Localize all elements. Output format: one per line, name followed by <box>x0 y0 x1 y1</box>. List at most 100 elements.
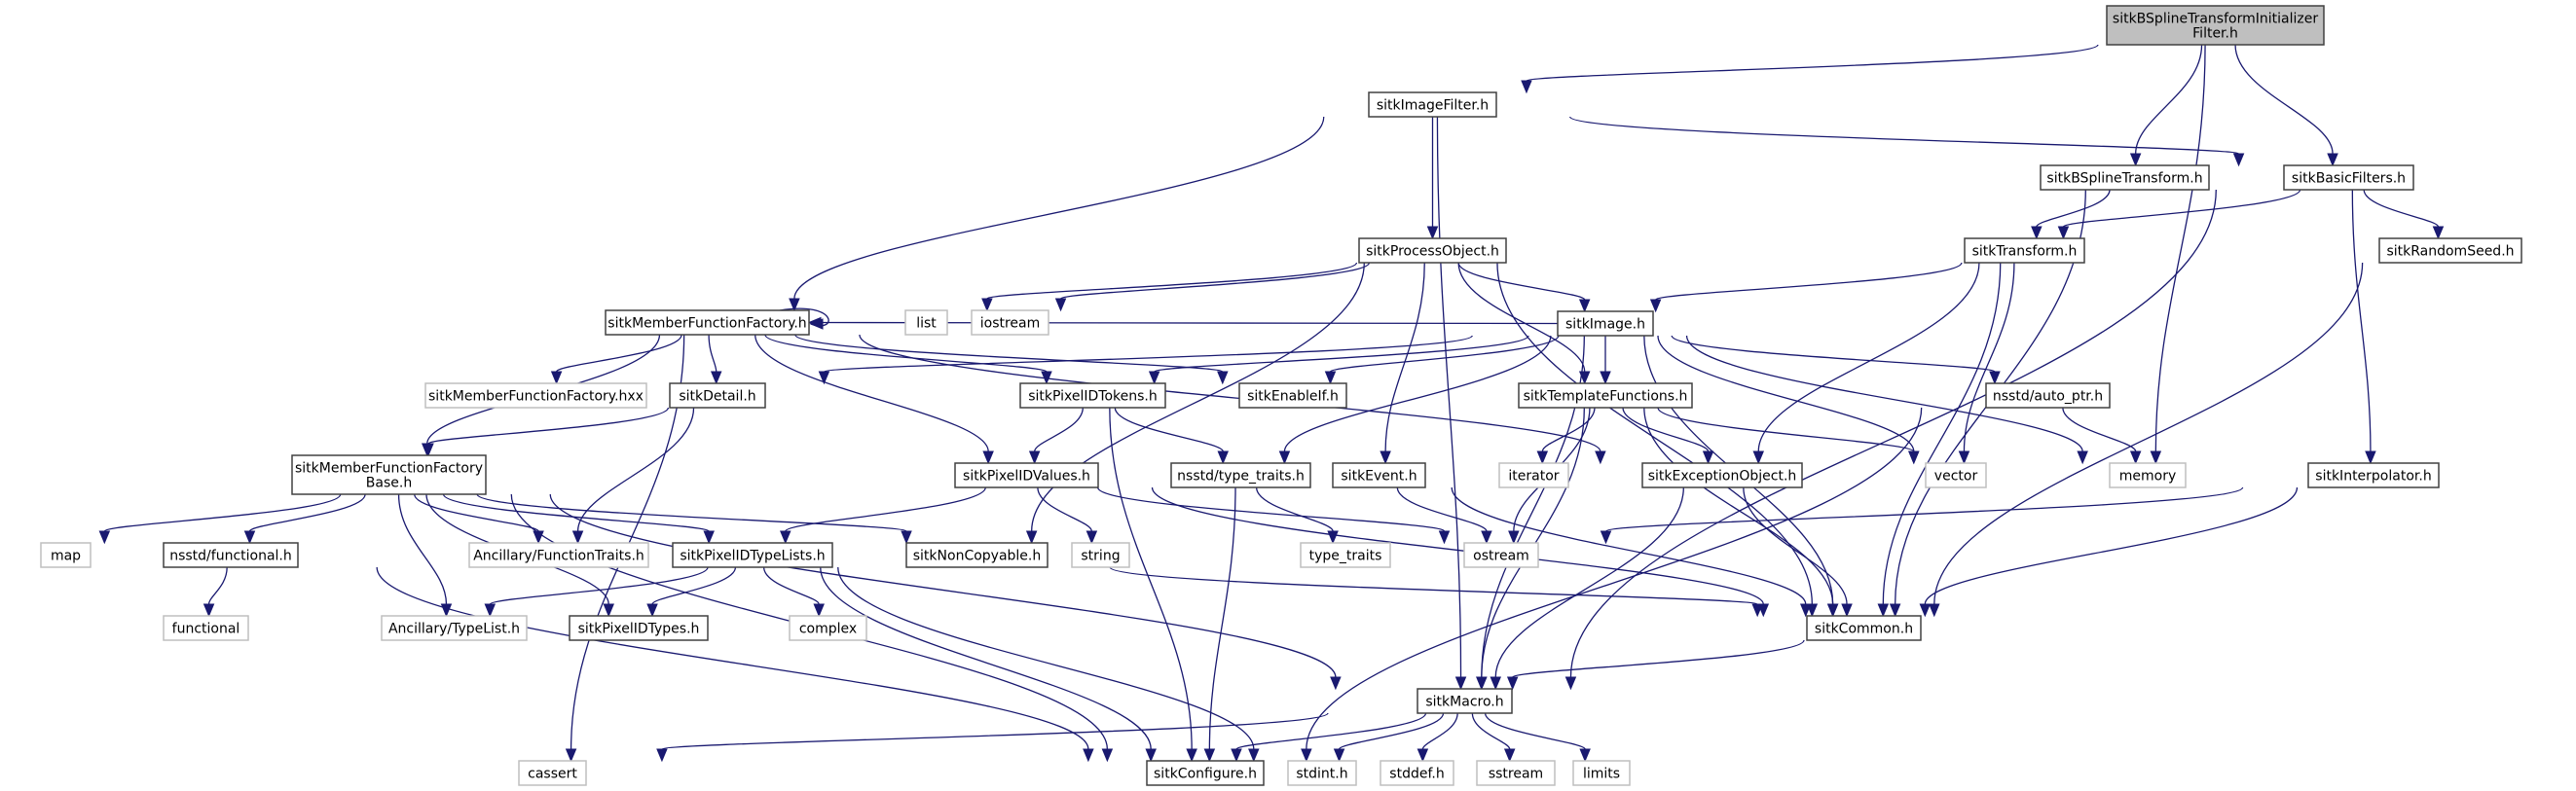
edge-sitkimage-h-to-sitkenableif-h <box>1329 335 1560 373</box>
edge-sitkmemberfunctionfactory-h-to-sitkmemberfunctionfactory-hxx-arrowhead <box>550 371 563 385</box>
edge-sitkimagefilter-h-to-sitkmacro-h-arrowhead <box>1454 676 1467 691</box>
edge-sitkimage-h-to-nsstd-auto-ptr-h <box>1671 335 1996 373</box>
edge-sitkimagefilter-h-to-sitkprocessobject-h-arrowhead <box>1426 226 1439 240</box>
edge-nsstd-auto-ptr-h-to-memory-arrowhead <box>2129 450 2142 465</box>
node-sitkevent-h[interactable]: sitkEvent.h <box>1332 462 1426 488</box>
node-sitkrandomseed-h[interactable]: sitkRandomSeed.h <box>2378 237 2522 264</box>
edge-sitkpixelidtypelists-h-to-ancillary-typelist-h-arrowhead <box>484 603 497 618</box>
edge-sitktemplatefunctions-h-to-vector-arrowhead <box>1908 450 1920 465</box>
node-sitkdetail-h[interactable]: sitkDetail.h <box>669 382 766 409</box>
edge-sitkmacro-h-to-sitkconfigure-h <box>1235 712 1427 750</box>
edge-sitkmemberfunctionfactorybase-h-to-sitkmacro-h-arrowhead <box>1330 676 1342 691</box>
node-label: sitkMacro.h <box>1425 695 1503 710</box>
edge-sitkpixelidtypelists-h-to-stdint-h <box>837 566 1255 750</box>
edge-sitktemplatefunctions-h-to-sitkmacro-h-arrowhead <box>1476 676 1488 691</box>
node-label: sitkTransform.h <box>1972 244 2078 260</box>
node-sitkpixelidvalues-h[interactable]: sitkPixelIDValues.h <box>954 462 1099 488</box>
edge-sitkmemberfunctionfactorybase-h-to-map <box>103 493 342 532</box>
node-label: limits <box>1583 767 1620 782</box>
node-box <box>2109 462 2187 488</box>
node-sitkenableif-h[interactable]: sitkEnableIf.h <box>1238 382 1347 409</box>
edge-sitkpixelidtypelists-h-to-sitkpixelidtypes-h-arrowhead <box>646 603 658 618</box>
node-nsstd-auto-ptr-h[interactable]: nsstd/auto_ptr.h <box>1985 382 2111 409</box>
node-box <box>1332 462 1426 488</box>
edge-sitkbsplinetransforminitializerfilter-h-to-sitkbasicfilters-h-arrowhead <box>2327 153 2338 167</box>
node-sitkpixelidtokens-h[interactable]: sitkPixelIDTokens.h <box>1019 382 1166 409</box>
edge-sitkmemberfunctionfactorybase-h-to-sitkconfigure-h-arrowhead <box>1101 748 1114 763</box>
node-box <box>1300 542 1391 568</box>
node-list: list <box>904 309 948 336</box>
edge-sitkbasicfilters-h-to-sitkmacro-h-arrowhead <box>1564 676 1577 691</box>
edge-sitkimage-h-to-sitkdetail-h-arrowhead <box>818 371 830 385</box>
node-label: Base.h <box>366 476 412 491</box>
node-label: sitkBSplineTransform.h <box>2046 171 2202 187</box>
node-label: cassert <box>528 767 577 782</box>
node-box <box>1463 542 1539 568</box>
node-label: sitkBSplineTransformInitializer <box>2113 12 2318 27</box>
edge-sitkevent-h-to-sitkcommon-h-arrowhead <box>1799 603 1812 618</box>
edge-sitkcommon-h-to-sitkmacro-h-arrowhead <box>1506 676 1519 691</box>
edge-sitkmacro-h-to-stdint-h-arrowhead <box>1333 748 1345 763</box>
edge-sitknoncopyable-h-to-sitkcommon-h <box>1109 566 1758 605</box>
edge-sitkbsplinetransforminitializerfilter-h-to-sitkimagefilter-h <box>1526 44 2099 82</box>
node-sitkcommon-h[interactable]: sitkCommon.h <box>1806 615 1922 641</box>
edge-sitkmacro-h-to-sitkconfigure-h-arrowhead <box>1231 748 1242 763</box>
node-box <box>1019 382 1166 409</box>
node-nsstd-functional-h[interactable]: nsstd/functional.h <box>163 542 299 568</box>
node-box <box>1557 310 1654 337</box>
edge-sitkbsplinetransforminitializerfilter-h-to-sitkbsplinetransform-h-arrowhead <box>2129 153 2142 167</box>
node-nsstd-type-traits-h[interactable]: nsstd/type_traits.h <box>1170 462 1311 488</box>
node-label: sitkTemplateFunctions.h <box>1524 389 1688 405</box>
edge-sitktemplatefunctions-h-to-iterator-arrowhead <box>1536 450 1549 465</box>
node-label: sitkRandomSeed.h <box>2386 244 2514 260</box>
node-box <box>2106 5 2325 46</box>
node-type-traits: type_traits <box>1300 542 1391 568</box>
node-sitkconfigure-h[interactable]: sitkConfigure.h <box>1146 760 1265 786</box>
node-sitknoncopyable-h[interactable]: sitkNonCopyable.h <box>905 542 1049 568</box>
edge-sitkmemberfunctionfactory-h-to-sitkenableif-h-arrowhead <box>1217 371 1229 385</box>
node-sitktransform-h[interactable]: sitkTransform.h <box>1964 237 2085 264</box>
edge-sitkbasicfilters-h-to-sitktransform-h <box>2062 189 2301 228</box>
edge-sitkmacro-h-to-sstream-arrowhead <box>1503 748 1516 763</box>
node-label: list <box>916 316 937 332</box>
edge-sitkbasicfilters-h-to-sitkinterpolator-h-arrowhead <box>2365 450 2376 465</box>
edge-sitkpixelidtokens-h-to-nsstd-type-traits-h <box>1114 407 1224 452</box>
node-sitktemplatefunctions-h[interactable]: sitkTemplateFunctions.h <box>1518 382 1693 409</box>
edge-sitkimagefilter-h-to-sitkmemberfunctionfactory-h-arrowhead <box>789 298 800 312</box>
node-sitkpixelidtypes-h[interactable]: sitkPixelIDTypes.h <box>569 615 709 641</box>
node-box <box>518 760 587 786</box>
edge-sitkimage-h-to-nsstd-auto-ptr-h-arrowhead <box>1989 371 2001 385</box>
node-label: stdint.h <box>1296 767 1347 782</box>
node-sitkbsplinetransform-h[interactable]: sitkBSplineTransform.h <box>2040 164 2210 191</box>
node-sitkprocessobject-h[interactable]: sitkProcessObject.h <box>1358 237 1507 264</box>
node-sitkinterpolator-h[interactable]: sitkInterpolator.h <box>2307 462 2440 488</box>
edge-sitkevent-h-to-ostream <box>1396 486 1488 532</box>
node-label: sitkProcessObject.h <box>1366 244 1499 260</box>
edge-sitkmemberfunctionfactory-h-to-sitkenableif-h <box>794 334 1224 373</box>
node-string: string <box>1071 542 1130 568</box>
node-sitkbasicfilters-h[interactable]: sitkBasicFilters.h <box>2283 164 2414 191</box>
node-sitkmacro-h[interactable]: sitkMacro.h <box>1417 688 1513 714</box>
node-box <box>1146 760 1265 786</box>
edge-sitkimagefilter-h-to-sitkmacro-h <box>1436 116 1462 678</box>
node-sitkimage-h[interactable]: sitkImage.h <box>1557 310 1654 337</box>
edge-sitkbsplinetransform-h-to-sitktransform-h-arrowhead <box>2031 226 2042 240</box>
node-sitkimagefilter-h[interactable]: sitkImageFilter.h <box>1368 91 1497 118</box>
edge-nsstd-auto-ptr-h-to-memory <box>2062 407 2137 452</box>
edge-sitkimage-h-to-sitkpixelidtokens-h-arrowhead <box>1148 371 1160 385</box>
edge-sitkimagefilter-h-to-sitkbasicfilters-h-arrowhead <box>2232 153 2245 167</box>
node-sitkpixelidtypelists-h[interactable]: sitkPixelIDTypeLists.h <box>672 542 833 568</box>
edge-sitktemplatefunctions-h-to-sitkcommon-h-arrowhead <box>1826 603 1839 618</box>
node-sitkmemberfunctionfactory-h[interactable]: sitkMemberFunctionFactory.h <box>605 309 810 336</box>
edges-layer <box>98 44 2445 763</box>
node-sitkexceptionobject-h[interactable]: sitkExceptionObject.h <box>1641 462 1803 488</box>
node-box <box>904 309 948 336</box>
edge-sitkevent-h-to-ostream-arrowhead <box>1481 530 1492 545</box>
edge-nsstd-functional-h-to-functional <box>207 566 228 605</box>
edge-sitkpixelidvalues-h-to-sitkpixelidtypelists-h <box>785 486 986 532</box>
node-memory: memory <box>2109 462 2187 488</box>
node-label: memory <box>2119 469 2177 485</box>
edge-nsstd-type-traits-h-to-sitkconfigure-h <box>1208 486 1236 750</box>
